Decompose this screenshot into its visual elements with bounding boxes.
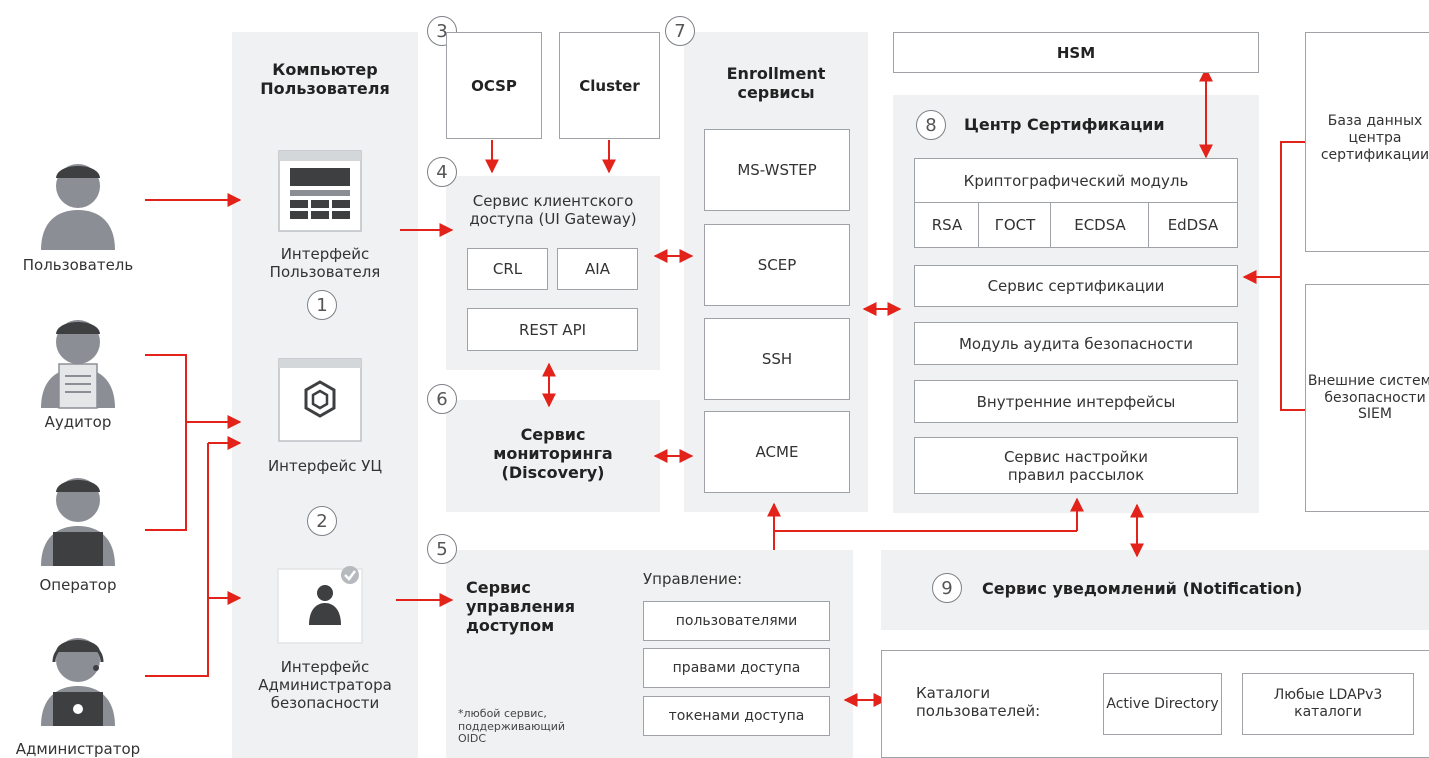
algo-eddsa: EdDSA [1148, 202, 1238, 248]
badge-5: 5 [427, 534, 457, 564]
internal-interfaces-box: Внутренние интерфейсы [914, 380, 1238, 423]
audit-module-box: Модуль аудита безопасности [914, 322, 1238, 365]
bracket-admin [145, 443, 209, 677]
notification-panel [881, 550, 1429, 630]
access-title: Сервис управления доступом [466, 578, 575, 636]
actor-user-label: Пользователь [22, 256, 134, 274]
ocsp-box: OCSP [446, 32, 542, 139]
badge-2: 2 [307, 506, 337, 536]
ca-title: Центр Сертификации [964, 115, 1165, 134]
access-users-box: пользователями [643, 601, 830, 641]
mail-settings-box: Сервис настройки правил рассылок [914, 437, 1238, 494]
rest-api-box: REST API [467, 308, 638, 351]
crl-box: CRL [467, 248, 548, 290]
gateway-title: Сервис клиентского доступа (UI Gateway) [469, 192, 637, 228]
enrollment-title: Enrollment сервисы [726, 64, 826, 103]
actor-auditor-label: Аудитор [44, 413, 112, 431]
algo-gost: ГОСТ [978, 202, 1052, 248]
bracket-auditor-operator [145, 354, 187, 531]
ca-interface-icon [278, 358, 362, 442]
algo-rsa: RSA [914, 202, 980, 248]
badge-8: 8 [916, 110, 946, 140]
enrollment-ssh: SSH [704, 318, 850, 400]
actor-operator-label: Оператор [39, 576, 117, 594]
admin-interface-icon [277, 566, 363, 644]
monitoring-panel [446, 400, 660, 512]
window-interface-icon [278, 150, 362, 232]
catalogs-title: Каталоги пользователей: [916, 684, 1041, 720]
admin-avatar-icon [41, 638, 115, 726]
access-tokens-box: токенами доступа [643, 696, 830, 736]
enrollment-ms-wstep: MS-WSTEP [704, 129, 850, 211]
ca-interface-label: Интерфейс УЦ [267, 457, 383, 475]
notification-title: Сервис уведомлений (Notification) [982, 579, 1303, 598]
oidc-note: *любой сервис, поддерживающий OIDC [458, 707, 566, 746]
actor-admin-label: Администратор [15, 740, 141, 758]
ldap-catalogs-box: Любые LDAPv3 каталоги [1242, 673, 1414, 735]
ca-database-box: База данных центра сертификации [1305, 32, 1429, 252]
computer-title: Компьютер Пользователя [260, 60, 390, 99]
admin-interface-label: Интерфейс Администратора безопасности [258, 658, 392, 712]
aia-box: AIA [557, 248, 638, 290]
crypto-module-box: Криптографический модуль [914, 158, 1238, 204]
monitoring-title: Сервис мониторинга (Discovery) [493, 425, 613, 483]
active-directory-box: Active Directory [1103, 673, 1222, 735]
cert-service-box: Сервис сертификации [914, 265, 1238, 307]
badge-7: 7 [665, 16, 695, 46]
cluster-box: Cluster [559, 32, 660, 139]
badge-1: 1 [307, 290, 337, 320]
enrollment-scep: SCEP [704, 224, 850, 306]
badge-4: 4 [427, 157, 457, 187]
operator-avatar-icon [41, 478, 115, 566]
badge-9: 9 [932, 573, 962, 603]
badge-6: 6 [427, 384, 457, 414]
user-avatar-icon [41, 164, 115, 250]
access-rights-box: правами доступа [643, 648, 830, 688]
siem-box: Внешние системы безопасности SIEM [1305, 284, 1429, 512]
access-manage-label: Управление: [643, 570, 743, 588]
user-interface-label: Интерфейс Пользователя [269, 245, 381, 281]
enrollment-acme: ACME [704, 411, 850, 493]
hsm-box: HSM [893, 32, 1259, 73]
algo-ecdsa: ECDSA [1050, 202, 1150, 248]
auditor-avatar-icon [41, 320, 115, 409]
